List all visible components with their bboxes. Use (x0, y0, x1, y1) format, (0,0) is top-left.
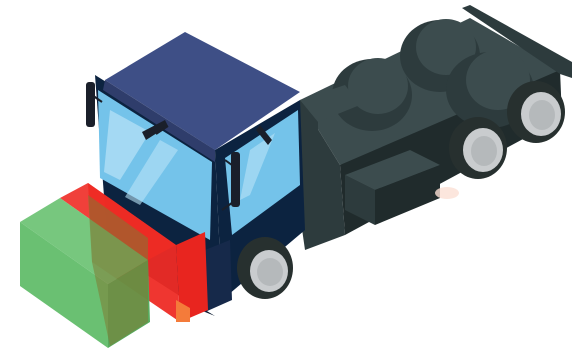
rear-wheel-2 (507, 81, 565, 143)
bumper-side (205, 240, 232, 312)
rear-chassis (295, 5, 572, 250)
rear-wheel-1 (449, 117, 507, 179)
front-wheel (237, 237, 293, 299)
glow-mark (435, 187, 459, 199)
